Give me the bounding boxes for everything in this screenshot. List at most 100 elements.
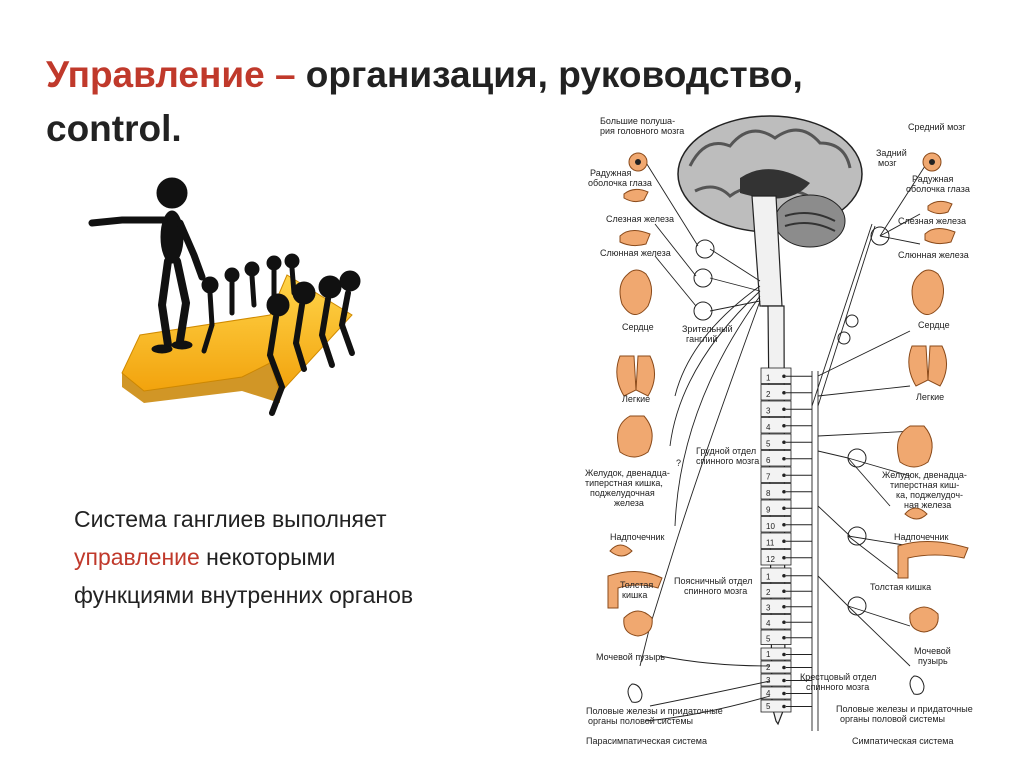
parasympathetic-ganglia-icon — [694, 240, 714, 320]
stomach-icon — [898, 426, 933, 467]
nerve-root-dot — [782, 391, 786, 395]
caption-line-3: функциями внутренних органов — [74, 576, 574, 614]
lacrimal-gland-icon — [624, 189, 648, 201]
vertebra-label-thoracic-7: 7 — [766, 473, 771, 482]
vertebra-label-sacral-1: 1 — [766, 650, 771, 659]
gonads-icon — [628, 684, 642, 702]
label-heart-right: Сердце — [918, 320, 950, 330]
caption: Система ганглиев выполняет управление не… — [74, 500, 574, 614]
vertebra-label-sacral-2: 2 — [766, 663, 771, 672]
leader-figure-icon — [92, 178, 202, 353]
label-iris: Радужная — [590, 168, 632, 178]
label-lacrimal-right: Слезная железа — [898, 216, 966, 226]
label-adrenal-right: Надпочечник — [894, 532, 949, 542]
label-thoracic-2: спинного мозга — [696, 456, 759, 466]
label-salivary-right: Слюнная железа — [898, 250, 969, 260]
label-gonads: Половые железы и придаточные — [586, 706, 723, 716]
caption-line-2-rest: некоторыми — [200, 544, 336, 570]
label-heart: Сердце — [622, 322, 654, 332]
heart-icon — [620, 270, 652, 315]
label-hemispheres: Большие полуша- — [600, 116, 675, 126]
label-iris-right: Радужная — [912, 174, 954, 184]
label-stomach-2: типерстная кишка, — [585, 478, 663, 488]
nerve-root-dot — [782, 506, 786, 510]
label-sacral: Крестцовый отдел — [800, 672, 877, 682]
nerve-root-dot — [782, 605, 786, 609]
vertebra-label-lumbar-4: 4 — [766, 619, 771, 628]
caption-line-1: Система ганглиев выполняет — [74, 500, 574, 538]
vertebra-label-thoracic-5: 5 — [766, 440, 771, 449]
stomach-icon — [618, 416, 653, 457]
bladder-icon — [624, 611, 652, 636]
adrenal-icon — [610, 545, 632, 556]
nerve-root-dot — [782, 490, 786, 494]
caption-accent: управление — [74, 544, 200, 570]
nerve-root-dot — [782, 556, 786, 560]
label-stomach-right-4: ная железа — [904, 500, 951, 510]
label-lungs: Легкие — [622, 394, 650, 404]
label-hindbrain-2: мозг — [878, 158, 897, 168]
label-stomach-right-3: ка, поджелудоч- — [896, 490, 963, 500]
lungs-icon — [617, 356, 655, 396]
label-bladder-right: Мочевой — [914, 646, 951, 656]
colon-icon — [898, 541, 968, 578]
label-gonads-right-2: органы половой системы — [840, 714, 945, 724]
label-thoracic: Грудной отдел — [696, 446, 756, 456]
nerve-root-dot — [782, 692, 786, 696]
vertebra-label-thoracic-9: 9 — [766, 506, 771, 515]
title-accent: Управление – — [46, 54, 296, 95]
label-question: ? — [676, 458, 681, 468]
label-stomach-right: Желудок, двенадца- — [882, 470, 967, 480]
label-ciliary: Зрительный — [682, 324, 733, 334]
heart-icon — [912, 270, 944, 315]
vertebra-label-lumbar-1: 1 — [766, 573, 771, 582]
vertebra-label-thoracic-11: 11 — [766, 539, 775, 548]
label-iris-2: оболочка глаза — [588, 178, 652, 188]
vertebra-label-sacral-5: 5 — [766, 702, 771, 711]
label-sacral-2: спинного мозга — [806, 682, 869, 692]
label-stomach-right-2: типерстная киш- — [890, 480, 959, 490]
vertebra-label-thoracic-6: 6 — [766, 456, 771, 465]
vertebra-label-lumbar-2: 2 — [766, 588, 771, 597]
label-colon-right: Толстая кишка — [870, 582, 931, 592]
vertebra-label-thoracic-3: 3 — [766, 407, 771, 416]
nerve-root-dot — [782, 457, 786, 461]
label-salivary: Слюнная железа — [600, 248, 671, 258]
vertebra-label-lumbar-5: 5 — [766, 635, 771, 644]
lacrimal-gland-icon — [928, 201, 952, 213]
vertebra-label-thoracic-8: 8 — [766, 489, 771, 498]
nerve-root-dot — [782, 523, 786, 527]
nerve-root-dot — [782, 679, 786, 683]
nerve-root-dot — [782, 589, 786, 593]
vertebra-label-lumbar-3: 3 — [766, 604, 771, 613]
vertebra-label-thoracic-10: 10 — [766, 522, 775, 531]
nerve-root-dot — [782, 374, 786, 378]
leadership-illustration — [82, 165, 372, 425]
label-midbrain: Средний мозг — [908, 122, 966, 132]
label-bladder-right-2: пузырь — [918, 656, 948, 666]
nerve-root-dot — [782, 636, 786, 640]
label-iris-right-2: оболочка глаза — [906, 184, 970, 194]
nerve-root-dot — [782, 705, 786, 709]
sympathetic-chain-icon — [812, 224, 889, 731]
nerve-root-dot — [782, 539, 786, 543]
label-parasympathetic: Парасимпатическая система — [586, 736, 707, 746]
label-colon: Толстая — [620, 580, 653, 590]
label-ciliary-2: ганглий — [686, 334, 717, 344]
caption-line-2: управление некоторыми — [74, 538, 574, 576]
nerve-root-dot — [782, 407, 786, 411]
organs-right — [898, 153, 968, 694]
vertebra-label-thoracic-12: 12 — [766, 555, 775, 564]
nerve-root-dot — [782, 473, 786, 477]
vertebra-label-thoracic-4: 4 — [766, 423, 771, 432]
lungs-icon — [909, 346, 947, 386]
label-lacrimal: Слезная железа — [606, 214, 674, 224]
nerve-root-dot — [782, 653, 786, 657]
label-stomach-4: железа — [614, 498, 644, 508]
arrow-icon — [122, 275, 352, 393]
nerve-root-dot — [782, 620, 786, 624]
label-sympathetic: Симпатическая система — [852, 736, 954, 746]
label-hindbrain: Задний — [876, 148, 907, 158]
